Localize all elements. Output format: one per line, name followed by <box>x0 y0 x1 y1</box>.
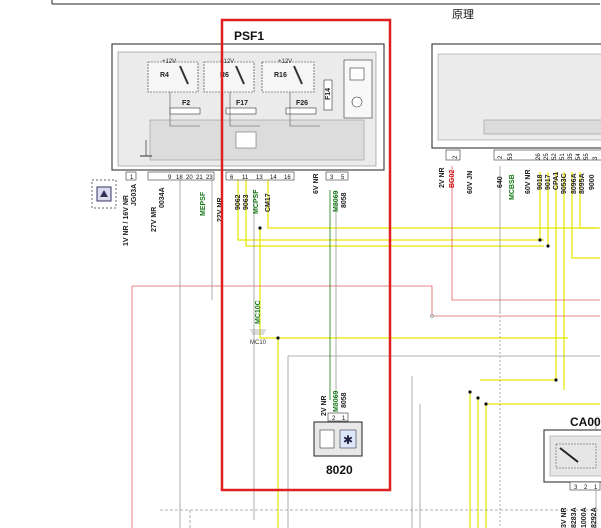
svg-text:53: 53 <box>508 153 514 160</box>
wire-mcpsf: MCPSF <box>253 189 260 214</box>
supply-label-2: +12V <box>220 59 234 65</box>
svg-text:6: 6 <box>230 175 234 181</box>
rm-60v-nr: 60V NR <box>525 169 532 194</box>
fuse-f2: F2 <box>182 100 190 107</box>
ca-module: CA00 3 2 1 3V NR 8283A 1000A 8292A <box>543 415 601 528</box>
rm-cpa1: CPA1 <box>553 172 560 190</box>
svg-text:52: 52 <box>552 153 558 160</box>
psf1-pins-left: 1 9 18 20 21 23 <box>125 171 215 181</box>
label-mepsf: MEPSF <box>200 191 207 216</box>
splice-green-label: MC10C <box>255 300 262 324</box>
wire-cm17: CM17 <box>265 193 272 212</box>
sensor-icon <box>100 190 108 197</box>
svg-text:20: 20 <box>186 175 193 181</box>
wire-9063: 9063 <box>243 194 250 210</box>
rm-640: 640 <box>497 176 504 188</box>
motor-icon <box>351 96 363 108</box>
fuse-f14: F14 <box>325 88 332 100</box>
svg-text:2: 2 <box>453 155 459 159</box>
junction-dots <box>258 226 558 406</box>
rm-2v-nr: 2V NR <box>439 167 446 188</box>
psf1-module: +12V +12V +12V R4 R6 R16 F2 F17 F26 F14 <box>111 43 385 171</box>
label-6v-nr: 6V NR <box>313 173 320 194</box>
ca-1000a: 1000A <box>581 507 588 528</box>
header-text: 原理 <box>452 8 474 21</box>
rm-9000: 9000 <box>589 174 596 190</box>
ca-3v-nr: 3V NR <box>561 507 568 528</box>
label-22v-nr: 22V NR <box>217 197 224 222</box>
rm-9017: 9017 <box>545 174 552 190</box>
svg-text:2: 2 <box>498 155 504 159</box>
relay-r6: R6 <box>220 72 229 79</box>
label-1v-16v: 1V NR / 16V NR <box>123 195 130 246</box>
fuse-f26: F26 <box>296 100 308 107</box>
svg-text:55: 55 <box>584 153 590 160</box>
svg-text:23: 23 <box>206 175 213 181</box>
wire-9062: 9062 <box>235 194 242 210</box>
svg-text:3: 3 <box>574 485 578 491</box>
svg-text:5: 5 <box>341 175 345 181</box>
ca-title: CA00 <box>570 415 601 429</box>
right-module: 2 2 53 26 25 52 51 35 54 55 3 2V NR BG02… <box>431 43 601 200</box>
component-8020: 2V NR M8069 8058 2 1 ✱ 8020 <box>313 390 363 477</box>
rm-9053c: 9053C <box>561 173 568 194</box>
svg-text:35: 35 <box>568 153 574 160</box>
svg-text:9: 9 <box>168 175 172 181</box>
rm-mcbsb: MCBSB <box>509 174 516 200</box>
psf1-pins-right: 3 5 <box>325 171 349 181</box>
svg-text:1: 1 <box>594 485 598 491</box>
label-jg03a: JG03A <box>131 184 138 206</box>
rm-8095a: 8095A <box>579 173 586 194</box>
label-27v-mr: 27V MR <box>151 207 158 232</box>
c8020-connector: 2V NR <box>321 395 328 416</box>
snowflake-icon: ✱ <box>343 433 353 447</box>
ca-8292a: 8292A <box>591 507 598 528</box>
rm-bg02: BG02 <box>449 170 456 188</box>
label-0034a: 0034A <box>159 187 166 208</box>
relay-group <box>147 61 315 93</box>
right-pin-strip: 2 2 53 26 25 52 51 35 54 55 3 <box>445 149 601 161</box>
svg-text:25: 25 <box>544 153 550 160</box>
wire-8058: 8058 <box>341 192 348 208</box>
rm-8096a: 8096A <box>571 173 578 194</box>
svg-text:21: 21 <box>196 175 203 181</box>
svg-text:16: 16 <box>284 175 291 181</box>
rm-60v-jn: 60V JN <box>467 171 474 194</box>
relay-r4: R4 <box>160 72 169 79</box>
svg-text:26: 26 <box>536 153 542 160</box>
c8020-wire-green: M8069 <box>333 390 340 412</box>
left-connector-component: 1V NR / 16V NR JG03A 27V MR 0034A MEPSF … <box>91 179 224 246</box>
supply-label-3: +12V <box>278 59 292 65</box>
fuse-f17: F17 <box>236 100 248 107</box>
svg-text:1: 1 <box>342 416 346 422</box>
svg-text:2: 2 <box>332 416 336 422</box>
svg-text:51: 51 <box>560 153 566 160</box>
highlight-box <box>220 18 392 492</box>
svg-text:14: 14 <box>270 175 277 181</box>
splice-label: MC10 <box>250 340 267 346</box>
supply-label-1: +12V <box>162 59 176 65</box>
ca-8283a: 8283A <box>571 507 578 528</box>
svg-text:18: 18 <box>176 175 183 181</box>
thin-wires <box>131 166 600 528</box>
psf1-pins-mid: 6 11 13 14 16 <box>225 171 295 181</box>
svg-text:1: 1 <box>130 175 134 181</box>
yellow-wires <box>237 172 600 528</box>
relay-r16: R16 <box>274 72 287 79</box>
splice-mc10: MC10C MC10 <box>250 300 267 346</box>
c8020-wire: 8058 <box>341 392 348 408</box>
rm-9018: 9018 <box>537 174 544 190</box>
svg-text:11: 11 <box>242 175 249 181</box>
svg-text:13: 13 <box>256 175 263 181</box>
c8020-code: 8020 <box>326 463 353 477</box>
svg-text:3: 3 <box>593 156 599 160</box>
svg-text:54: 54 <box>576 153 582 160</box>
wire-m8069: M8069 <box>333 190 340 212</box>
svg-text:3: 3 <box>330 175 334 181</box>
psf1-title: PSF1 <box>234 29 264 43</box>
svg-text:2: 2 <box>584 485 588 491</box>
